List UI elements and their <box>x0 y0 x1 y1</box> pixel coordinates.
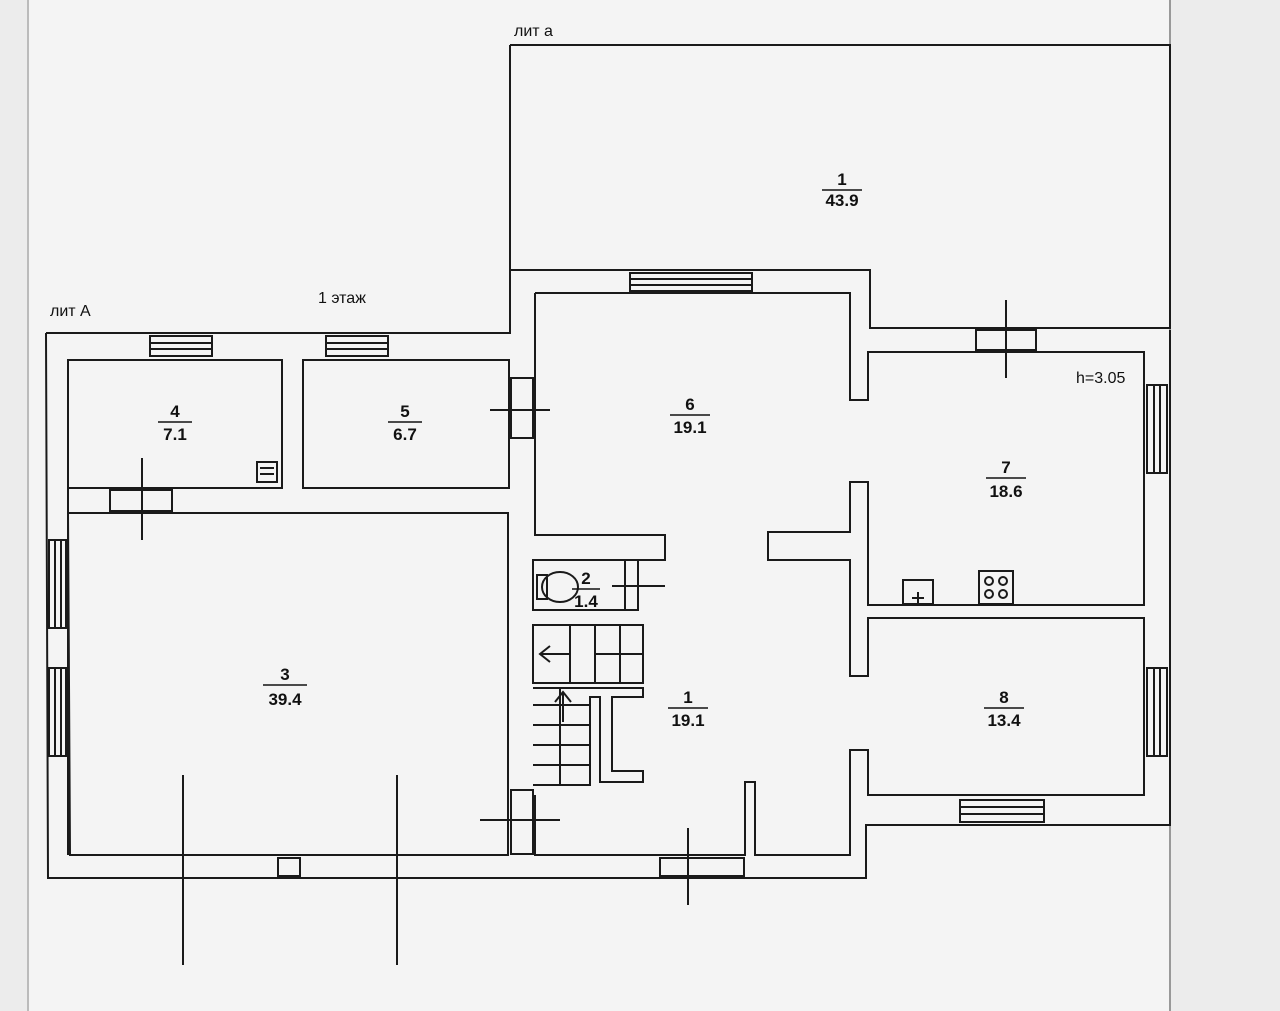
outer-wall-inner-line <box>67 360 509 856</box>
room-area: 39.4 <box>268 690 302 709</box>
room-number: 1 <box>837 170 846 189</box>
room-number: 6 <box>685 395 694 414</box>
stove-burner <box>984 589 994 599</box>
boiler-icon <box>256 461 278 483</box>
room-label-8: 8 13.4 <box>984 688 1024 730</box>
room-label-6: 6 19.1 <box>670 395 710 437</box>
room-5-walls <box>302 359 510 489</box>
stove-burner <box>998 576 1008 586</box>
toilet-tank-icon <box>536 574 548 600</box>
house-top-wall <box>46 270 511 334</box>
room-label-4: 4 7.1 <box>158 402 192 444</box>
room-number: 1 <box>683 688 692 707</box>
inner-line <box>70 513 509 856</box>
room-area: 6.7 <box>393 425 417 444</box>
room-label-7: 7 18.6 <box>986 458 1026 501</box>
room-label-5: 5 6.7 <box>388 402 422 444</box>
window <box>48 667 67 757</box>
room-number: 3 <box>280 665 289 684</box>
window <box>510 377 534 439</box>
arrow-head <box>554 690 572 703</box>
stove-icon <box>978 570 1014 605</box>
toilet-icon <box>541 571 579 603</box>
doorway <box>659 857 745 877</box>
doorway <box>109 489 173 512</box>
central-walls <box>534 292 1145 856</box>
window <box>325 335 389 357</box>
lit-big-label: лит А <box>50 303 91 320</box>
floor-label: 1 этаж <box>318 290 366 307</box>
room-label-1: 1 19.1 <box>668 688 708 730</box>
arrow-head <box>538 645 551 663</box>
room-area: 43.9 <box>825 191 858 210</box>
room-area: 19.1 <box>673 418 706 437</box>
room-area: 18.6 <box>989 482 1022 501</box>
window <box>959 799 1045 823</box>
room-area: 13.4 <box>987 711 1021 730</box>
lit-small-label: лит а <box>514 23 553 40</box>
window <box>629 272 753 292</box>
window <box>1146 384 1168 474</box>
room-label-2: 2 1.4 <box>572 569 600 611</box>
room-area: 7.1 <box>163 425 187 444</box>
window <box>48 539 67 629</box>
window <box>149 335 213 357</box>
stove-burner <box>984 576 994 586</box>
paper-sheet <box>28 0 1170 1011</box>
room-number: 8 <box>999 688 1008 707</box>
room-label-annex-1: 1 43.9 <box>822 170 862 210</box>
room-number: 4 <box>170 402 180 421</box>
room-area: 1.4 <box>574 592 598 611</box>
stove-burner <box>998 589 1008 599</box>
height-label: h=3.05 <box>1076 370 1125 387</box>
room-number: 7 <box>1001 458 1010 477</box>
room-number: 2 <box>581 569 590 588</box>
room-number: 5 <box>400 402 409 421</box>
doorway <box>510 789 534 855</box>
window <box>975 329 1037 351</box>
house-outer-wall <box>45 330 1171 879</box>
doorway <box>277 857 301 877</box>
window <box>1146 667 1168 757</box>
room-area: 19.1 <box>671 711 704 730</box>
stairs-lower <box>533 687 644 786</box>
room-label-3: 3 39.4 <box>263 665 307 709</box>
room-6-left-wall <box>534 293 666 610</box>
